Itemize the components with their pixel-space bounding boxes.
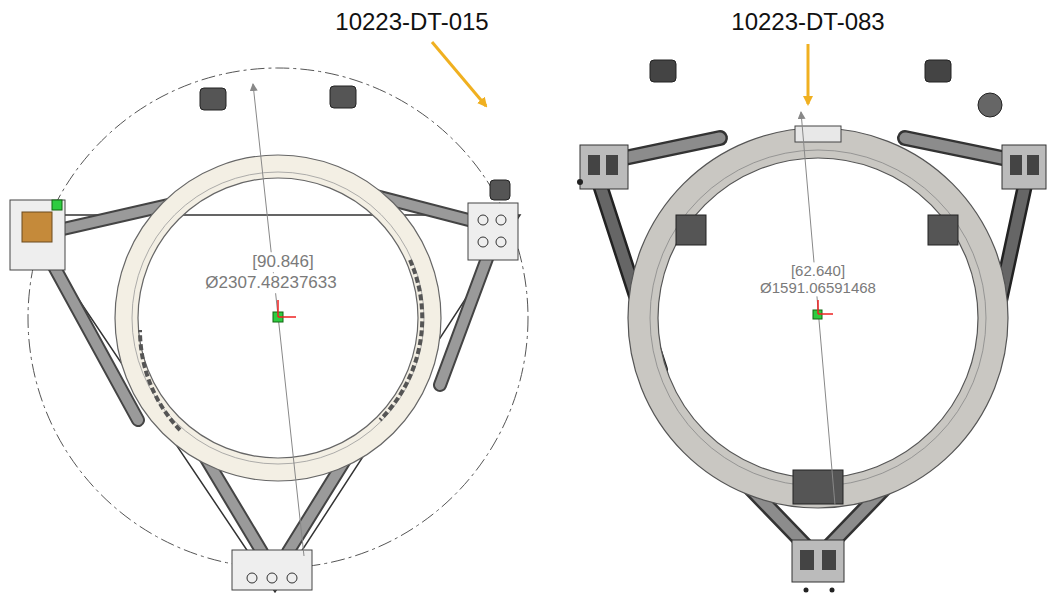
dimension-value: [90.846]	[250, 252, 315, 272]
part-number: 10223-DT-015	[335, 8, 488, 36]
dimension-value: Ø2307.48237633	[203, 273, 338, 293]
left-hexapod	[10, 68, 528, 592]
right-hexapod	[577, 60, 1046, 593]
callout-arrow	[432, 42, 486, 106]
callout-arrow	[807, 44, 810, 104]
part-number: 10223-DT-083	[731, 8, 884, 36]
dimension-value: Ø1591.06591468	[758, 279, 878, 296]
dimension-value: [62.640]	[789, 262, 847, 279]
